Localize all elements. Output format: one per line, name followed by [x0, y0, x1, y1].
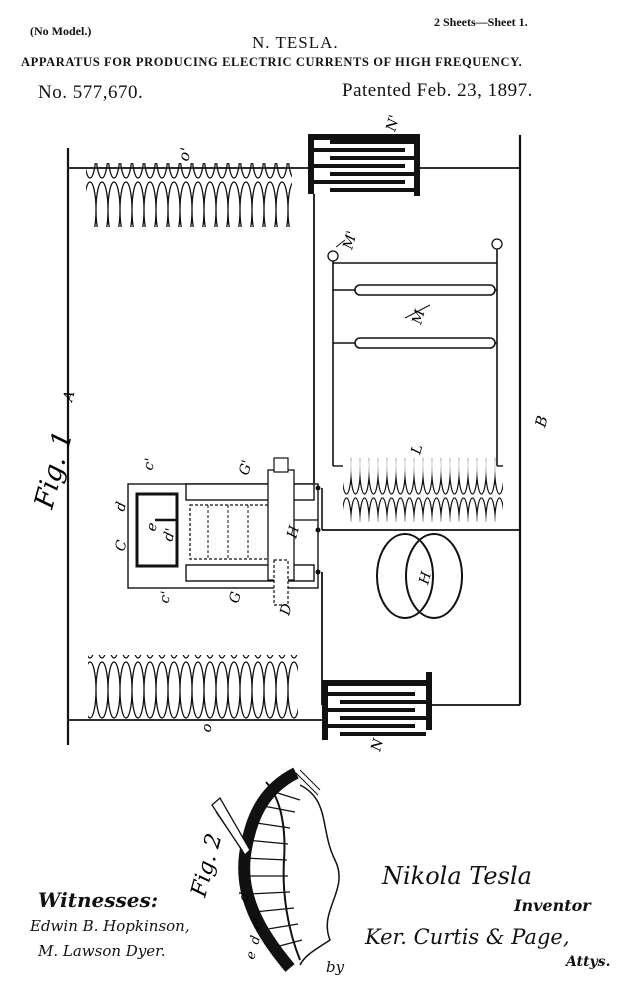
- coil-l: [343, 458, 503, 522]
- fig2-label-e: e: [243, 949, 260, 961]
- label-m-prime: M': [340, 229, 360, 252]
- attorneys-signature: Ker. Curtis & Page,: [365, 925, 570, 949]
- patent-number: No. 577,670.: [38, 82, 144, 103]
- label-a: A: [60, 389, 79, 405]
- coil-o-prime: [86, 163, 292, 227]
- condenser-n: [322, 672, 432, 740]
- label-m: M: [409, 307, 429, 327]
- label-o-prime: o': [174, 146, 195, 163]
- witness-2-signature: M. Lawson Dyer.: [38, 942, 166, 960]
- magnet-h-loops: [376, 533, 463, 619]
- coil-o: [88, 655, 298, 719]
- condenser-n-prime: [308, 134, 420, 196]
- label-d-cap: D: [277, 602, 296, 618]
- label-c: C: [112, 538, 130, 553]
- patent-date: Patented Feb. 23, 1897.: [342, 80, 533, 101]
- fig2-label-d: d: [247, 934, 264, 946]
- inventor-name: N. TESLA.: [252, 33, 339, 52]
- label-g: G: [226, 590, 244, 605]
- label-d-prime: d': [160, 527, 179, 544]
- label-c-prime-bottom: c': [156, 590, 174, 605]
- fig2-label-d-prime: d': [236, 888, 254, 903]
- label-b: B: [531, 414, 552, 430]
- by-label: by: [326, 958, 345, 976]
- generator-apparatus: [127, 457, 321, 606]
- witnesses-label: Witnesses:: [38, 888, 159, 912]
- attorneys-label: Attys.: [566, 954, 611, 970]
- lamp-circuit: [327, 238, 503, 466]
- label-g-prime: G': [236, 458, 255, 477]
- model-note: (No Model.): [30, 24, 92, 38]
- label-e: e: [143, 521, 161, 533]
- label-h-apparatus: H: [284, 523, 303, 541]
- patent-title: APPARATUS FOR PRODUCING ELECTRIC CURRENT…: [21, 55, 523, 69]
- label-n: N: [368, 736, 387, 754]
- label-n-prime: N': [383, 113, 403, 134]
- inventor-signature: Nikola Tesla: [382, 862, 532, 890]
- label-c-prime-top: c': [140, 457, 158, 472]
- label-h-loops: H: [416, 569, 435, 587]
- label-o: o: [198, 722, 216, 734]
- witness-1-signature: Edwin B. Hopkinson,: [30, 917, 190, 935]
- label-l: L: [408, 443, 426, 457]
- sheet-note: 2 Sheets—Sheet 1.: [434, 15, 528, 29]
- figure-2-label: Fig. 2: [186, 831, 227, 901]
- label-d: d: [112, 500, 130, 513]
- inventor-label: Inventor: [514, 896, 591, 915]
- fig2-label-c-prime: c': [249, 917, 266, 931]
